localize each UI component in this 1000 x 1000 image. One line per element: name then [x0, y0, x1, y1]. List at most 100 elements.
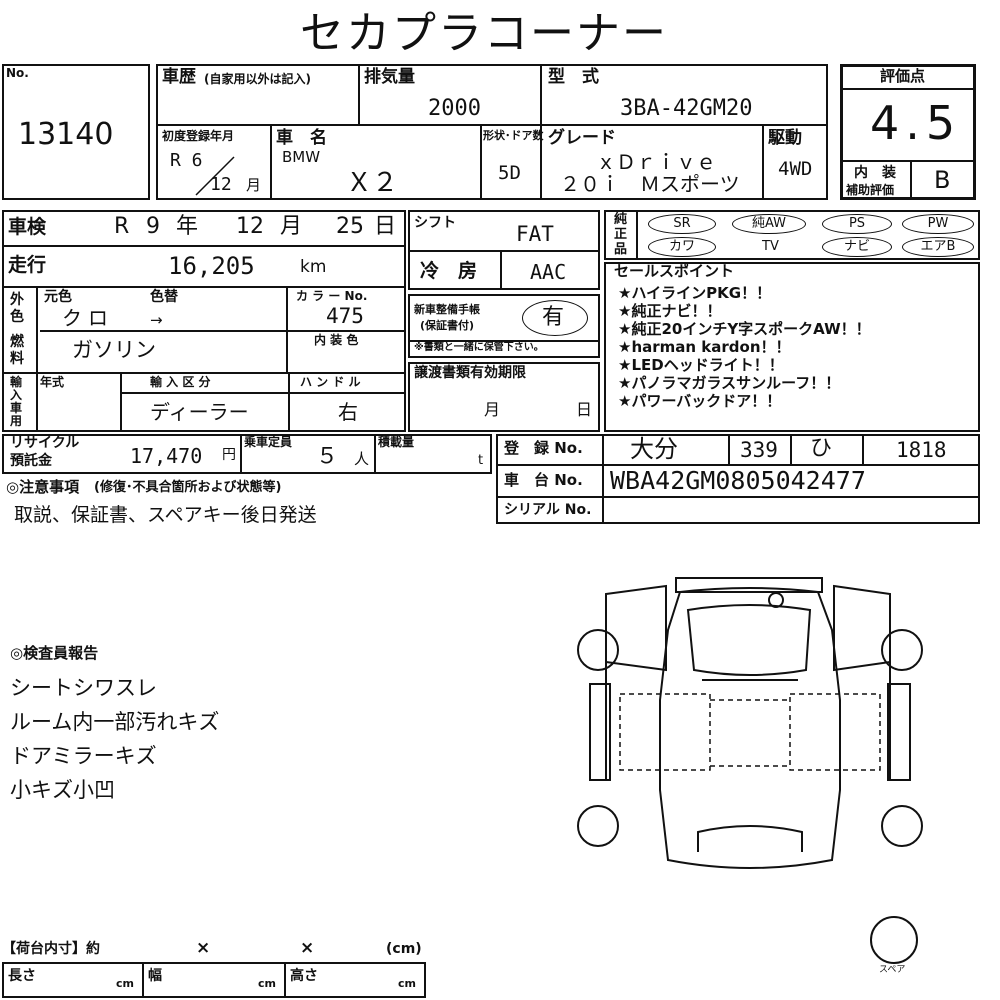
- sales-point-item: ★純正ナビ！！: [618, 302, 722, 320]
- inspection-label: 車検: [8, 216, 47, 238]
- drive-value: 4WD: [778, 158, 813, 180]
- mileage-unit: km: [300, 257, 327, 277]
- sales-points-label: セールスポイント: [614, 262, 735, 280]
- load-label: 積載量: [378, 435, 415, 449]
- serial-label: シリアル No.: [504, 502, 592, 518]
- sales-points-list: ★ハイラインPKG！！★純正ナビ！！★純正20インチY字スポークAW！！★har…: [618, 284, 871, 410]
- import-class-label: 輸 入 区 分: [150, 375, 211, 389]
- recycle-label1: リサイクル: [10, 435, 80, 451]
- chassis-label: 車 台 No.: [504, 471, 583, 489]
- notes-value: 取説、保証書、スペアキー後日発送: [14, 504, 317, 526]
- score-box: [840, 64, 976, 200]
- equipment-navi: ナビ: [822, 237, 892, 257]
- notes-sub: (修復･不具合箇所および状態等): [94, 480, 282, 495]
- cargo-length-label: 長さ: [8, 968, 36, 984]
- cargo-box: [2, 962, 426, 998]
- warranty-box: [408, 294, 600, 358]
- inspection-year: 9: [146, 214, 160, 239]
- equipment-box: [604, 210, 980, 260]
- color-change-label: 色替: [150, 289, 178, 305]
- body-doors-label: 形状･ドア数: [483, 129, 544, 142]
- transfer-label: 譲渡書類有効期限: [414, 365, 526, 381]
- history-label: 車歴: [162, 67, 196, 87]
- color-code-label: カ ラ ー No.: [296, 289, 368, 303]
- color-side-label: 外色: [10, 292, 24, 325]
- spare-tire: [870, 916, 918, 964]
- cargo-label: 【荷台内寸】約: [2, 941, 100, 957]
- interior-color-label: 内 装 色: [314, 333, 359, 347]
- transfer-month-unit: 月: [484, 400, 501, 419]
- registration-number: 1818: [896, 438, 947, 462]
- notes-label: ◎注意事項: [6, 478, 80, 496]
- displacement-value: 2000: [428, 96, 481, 121]
- warranty-label1: 新車整備手帳: [414, 303, 480, 316]
- interior-rating-value: B: [934, 166, 951, 194]
- mileage-label: 走行: [8, 254, 47, 276]
- transfer-day-unit: 日: [576, 400, 593, 419]
- cargo-unit: (cm): [386, 941, 422, 957]
- grade-label: グレード: [548, 128, 616, 148]
- aircon-value: AAC: [530, 260, 567, 284]
- car-damage-diagram: [577, 577, 923, 869]
- inspector-line-3: ドアミラーキズ: [10, 744, 157, 768]
- recycle-value: 17,470: [130, 444, 203, 468]
- import-handle-label: ハ ン ド ル: [300, 375, 361, 389]
- first-reg-label: 初度登録年月: [162, 129, 235, 143]
- body-doors-value: 5D: [498, 162, 521, 184]
- sales-point-item: ★ハイラインPKG！！: [618, 284, 772, 302]
- capacity-unit: 人: [354, 450, 370, 468]
- grade-line2: ２０ｉ Ｍスポーツ: [560, 172, 740, 196]
- registration-label: 登 録 No.: [504, 439, 583, 457]
- equipment-sr: SR: [648, 214, 716, 234]
- sales-point-item: ★純正20インチY字スポークAW！！: [618, 320, 871, 338]
- equipment-leather: カワ: [648, 237, 716, 257]
- registration-box: [496, 434, 980, 524]
- vehicle-info-box: [156, 64, 828, 200]
- model-label: 型 式: [548, 67, 599, 87]
- inspection-day-unit: 日: [374, 214, 397, 239]
- color-orig-value: クロ: [62, 306, 114, 330]
- warranty-circle: [522, 300, 588, 336]
- registration-area: 大分: [630, 435, 678, 463]
- page-title: セカプラコーナー: [300, 8, 668, 59]
- cargo-width-label: 幅: [148, 968, 162, 984]
- cargo-height-label: 高さ: [290, 968, 318, 984]
- inspection-day: 25: [336, 214, 364, 239]
- first-reg-month: 12: [210, 174, 232, 195]
- model-value: 3BA-42GM20: [620, 96, 753, 121]
- inspection-era: R: [114, 214, 130, 239]
- equipment-airbag: エアB: [902, 237, 974, 257]
- lot-number: 13140: [18, 117, 114, 152]
- capacity-value: ５: [316, 444, 339, 469]
- equipment-tv: TV: [762, 239, 779, 254]
- grade-line1: ｘＤｒｉｖｅ: [596, 150, 716, 174]
- cargo-width-cm: cm: [258, 977, 276, 990]
- inspector-line-1: シートシワスレ: [10, 676, 157, 700]
- fuel-label: 燃料: [10, 334, 24, 367]
- registration-class: 339: [740, 438, 778, 462]
- lot-label: No.: [6, 66, 29, 80]
- spare-label: スペア: [879, 965, 906, 975]
- equipment-side-label: 純正品: [614, 212, 628, 257]
- load-unit: t: [478, 453, 484, 468]
- first-reg-era: R 6: [170, 150, 203, 171]
- color-arrow: →: [150, 311, 163, 329]
- history-note: (自家用以外は記入): [204, 72, 311, 86]
- warranty-note: ※書類と一緒に保管下さい。: [414, 342, 544, 353]
- mileage-value: 16,205: [168, 252, 255, 280]
- equipment-alloy-wheel: 純AW: [732, 214, 806, 234]
- sales-point-item: ★パノラマガラスサンルーフ！！: [618, 374, 841, 392]
- cargo-x1: ×: [196, 938, 211, 958]
- inspector-line-2: ルーム内一部汚れキズ: [10, 710, 220, 734]
- inspection-month: 12: [236, 214, 264, 239]
- inspector-label: ◎検査員報告: [10, 644, 99, 662]
- shift-value: FAT: [516, 222, 554, 246]
- import-handle-value: 右: [338, 400, 358, 424]
- capacity-label: 乗車定員: [244, 435, 293, 449]
- cargo-x2: ×: [300, 938, 315, 958]
- warranty-label2: (保証書付): [420, 319, 475, 332]
- sales-point-item: ★パワーバックドア！！: [618, 392, 782, 410]
- interior-rating-label1: 内 装: [854, 165, 896, 181]
- registration-kana: ひ: [810, 436, 833, 461]
- shift-label: シフト: [414, 215, 456, 231]
